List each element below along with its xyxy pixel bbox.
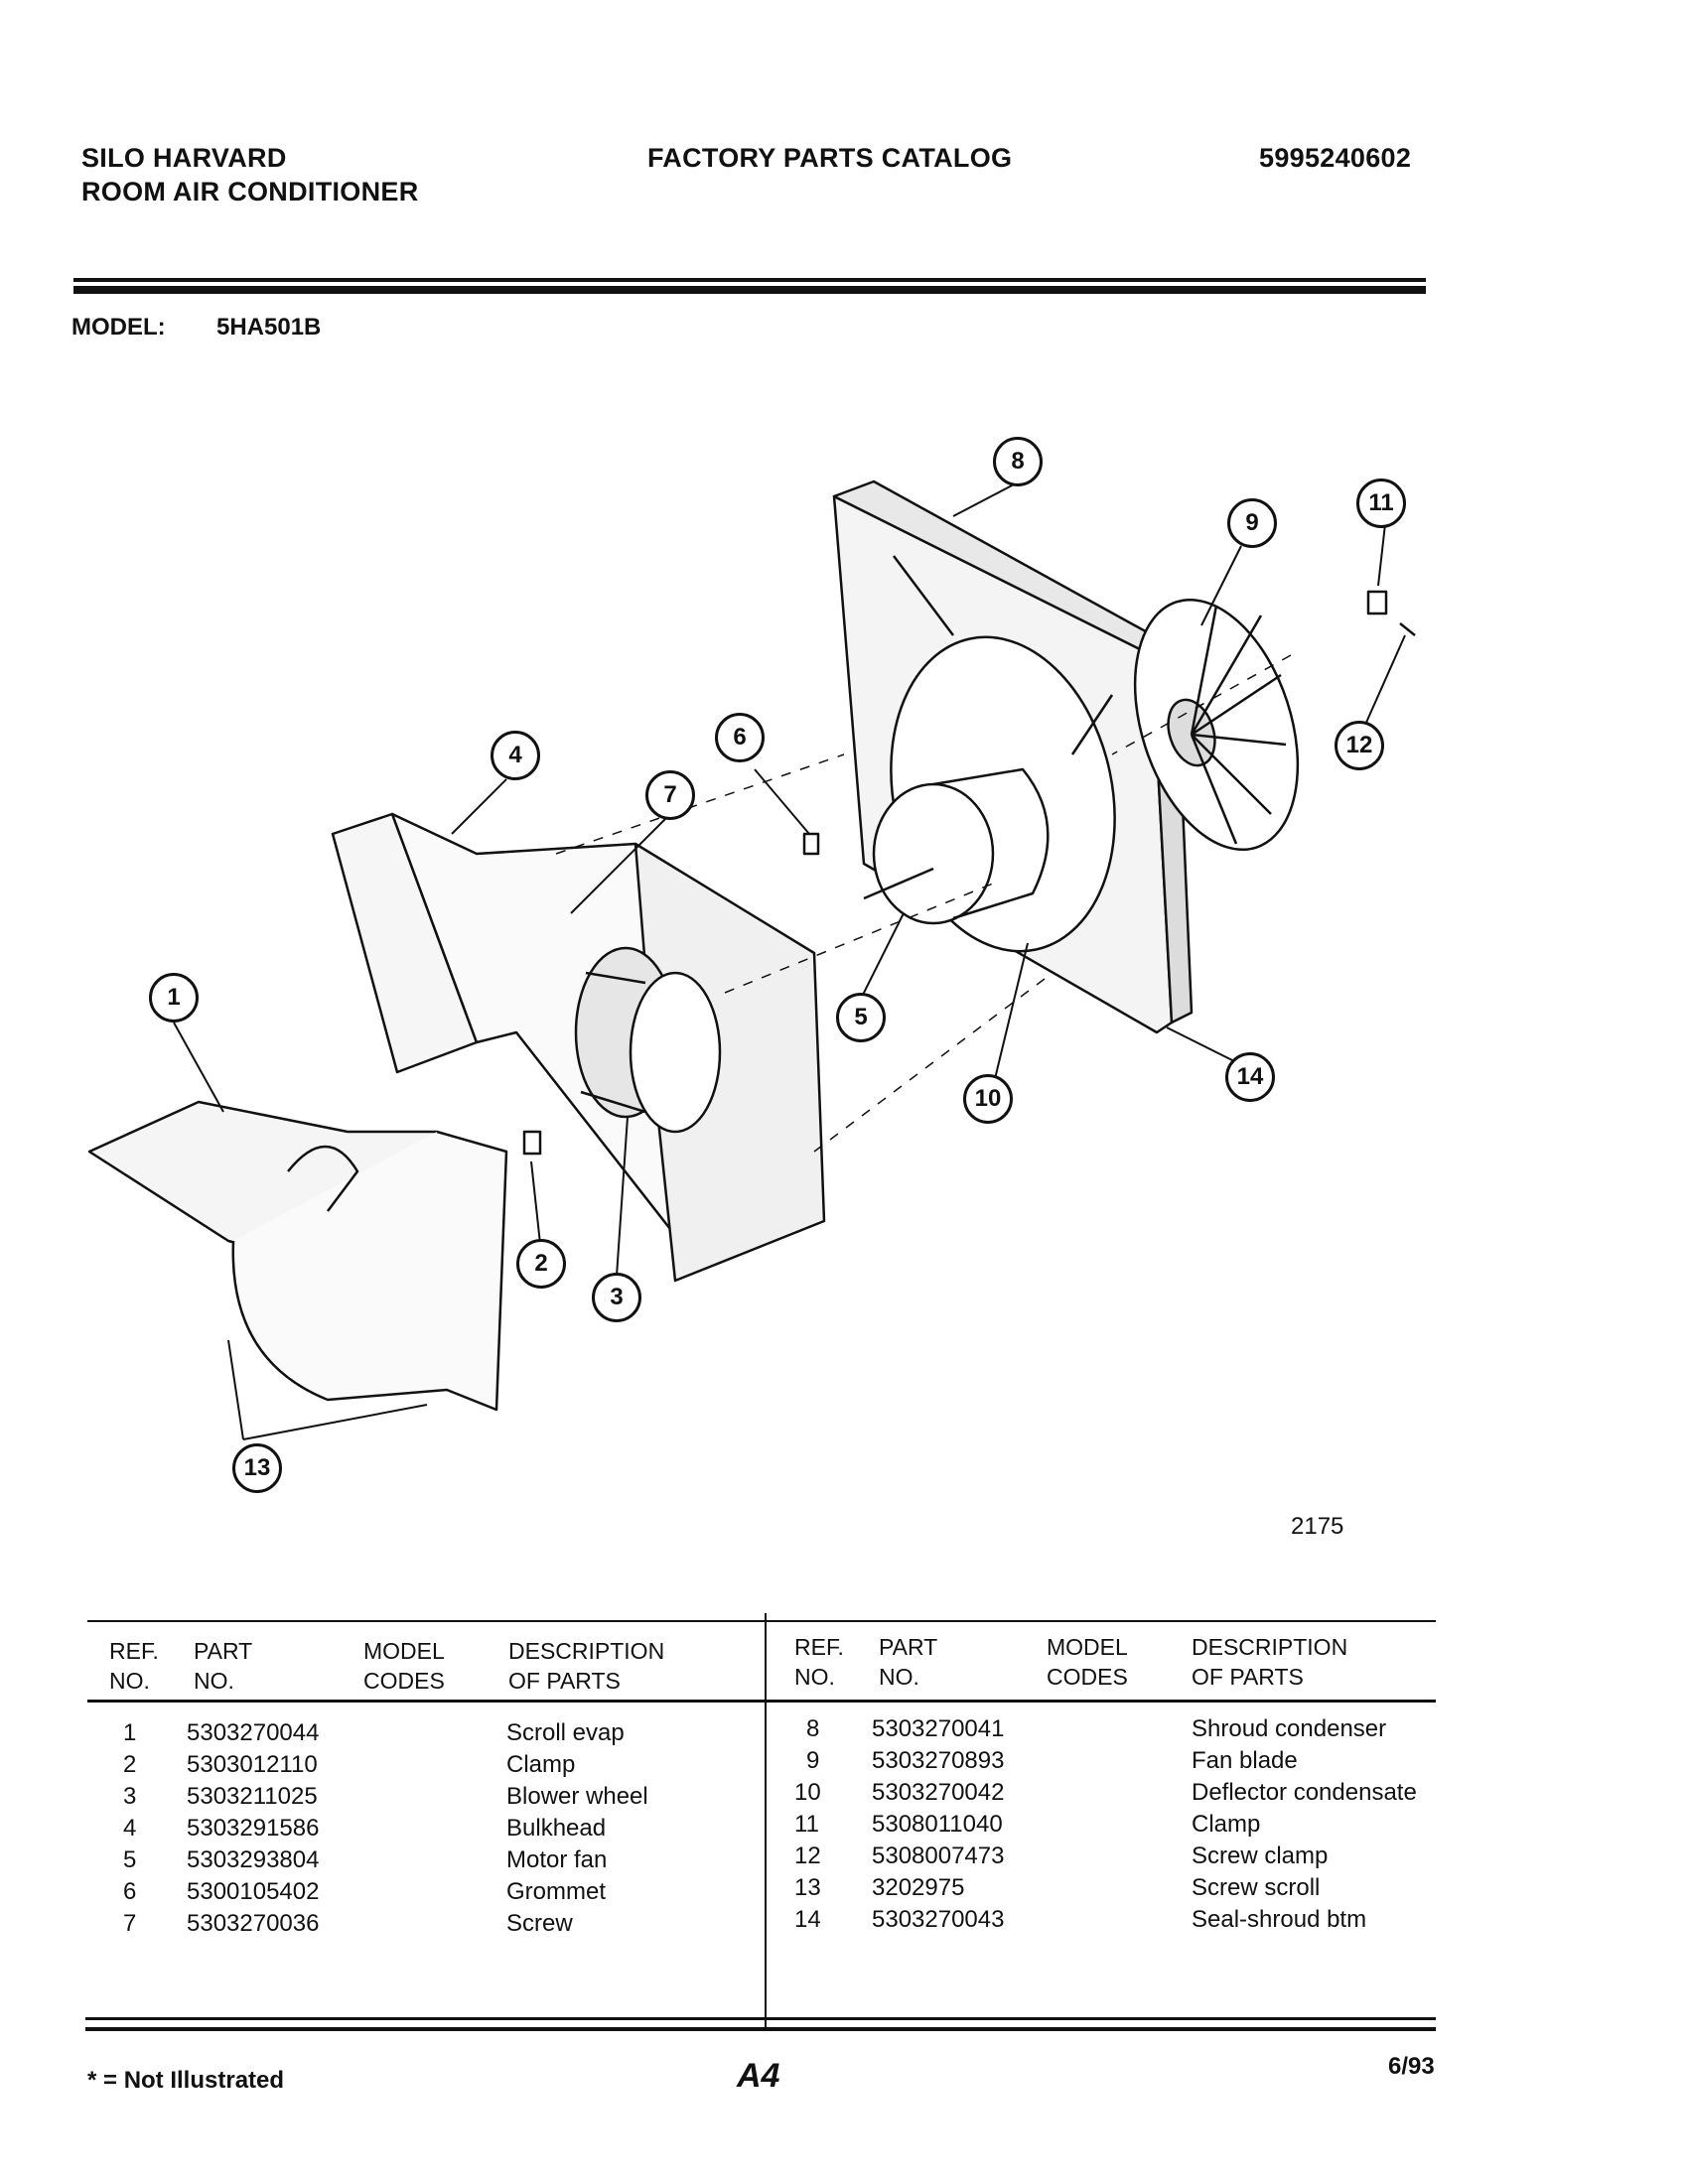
clamp-drawing bbox=[522, 1130, 542, 1156]
callout-4: 4 bbox=[491, 731, 540, 780]
header-desc-right: DESCRIPTION OF PARTS bbox=[1192, 1634, 1348, 1690]
callout-13: 13 bbox=[232, 1443, 282, 1493]
page-number: A4 bbox=[737, 2057, 780, 2095]
catalog-title: FACTORY PARTS CATALOG bbox=[647, 143, 1013, 173]
table-divider bbox=[765, 1613, 767, 2030]
callout-5: 5 bbox=[836, 993, 886, 1042]
callout-3: 3 bbox=[592, 1273, 641, 1322]
exploded-parts-diagram: 2 1 7 5 bbox=[87, 479, 1416, 1540]
header-rule-top bbox=[73, 278, 1426, 282]
figure-number: 2175 bbox=[1291, 1513, 1343, 1540]
scroll-evap-drawing bbox=[87, 1100, 508, 1412]
table-header-rule bbox=[87, 1700, 1436, 1703]
header-codes-left: MODEL CODES bbox=[363, 1638, 445, 1694]
callout-2: 2 bbox=[516, 1239, 566, 1289]
fan-blade-drawing bbox=[1133, 598, 1300, 852]
header-rule-bottom bbox=[73, 286, 1426, 294]
table-bottom-rule-1 bbox=[85, 2017, 1436, 2020]
model-label: MODEL: bbox=[71, 314, 166, 341]
motor-fan-drawing bbox=[863, 767, 1050, 925]
callout-14: 14 bbox=[1225, 1052, 1275, 1102]
grommet-drawing bbox=[802, 832, 820, 856]
revision-date: 6/93 bbox=[1388, 2053, 1435, 2080]
callout-1: 1 bbox=[149, 973, 199, 1023]
shroud-condenser-drawing bbox=[832, 479, 1194, 1034]
brand-line-2: ROOM AIR CONDITIONER bbox=[81, 177, 419, 206]
screw-clamp-drawing bbox=[1399, 622, 1416, 636]
header-ref-right: REF. NO. bbox=[794, 1634, 844, 1690]
blower-wheel-drawing bbox=[574, 946, 722, 1134]
header-part-left: PART NO. bbox=[194, 1638, 253, 1694]
model-value: 5HA501B bbox=[216, 314, 322, 341]
callout-7: 7 bbox=[645, 770, 695, 820]
brand-line-1: SILO HARVARD bbox=[81, 143, 287, 173]
header-part-right: PART NO. bbox=[879, 1634, 938, 1690]
callout-6: 6 bbox=[715, 713, 765, 762]
table-bottom-rule-2 bbox=[85, 2027, 1436, 2031]
callout-9: 9 bbox=[1227, 498, 1277, 548]
catalog-number: 5995240602 bbox=[1259, 143, 1412, 173]
clamp-11-drawing bbox=[1366, 590, 1388, 615]
callout-10: 10 bbox=[963, 1074, 1013, 1124]
table-top-rule bbox=[87, 1620, 1436, 1622]
callout-12: 12 bbox=[1335, 721, 1384, 770]
callout-11: 11 bbox=[1356, 478, 1406, 528]
header-codes-right: MODEL CODES bbox=[1047, 1634, 1128, 1690]
header-ref-left: REF. NO. bbox=[109, 1638, 159, 1694]
header-desc-left: DESCRIPTION OF PARTS bbox=[508, 1638, 665, 1694]
not-illustrated-note: * = Not Illustrated bbox=[87, 2067, 285, 2094]
callout-8: 8 bbox=[993, 437, 1043, 486]
